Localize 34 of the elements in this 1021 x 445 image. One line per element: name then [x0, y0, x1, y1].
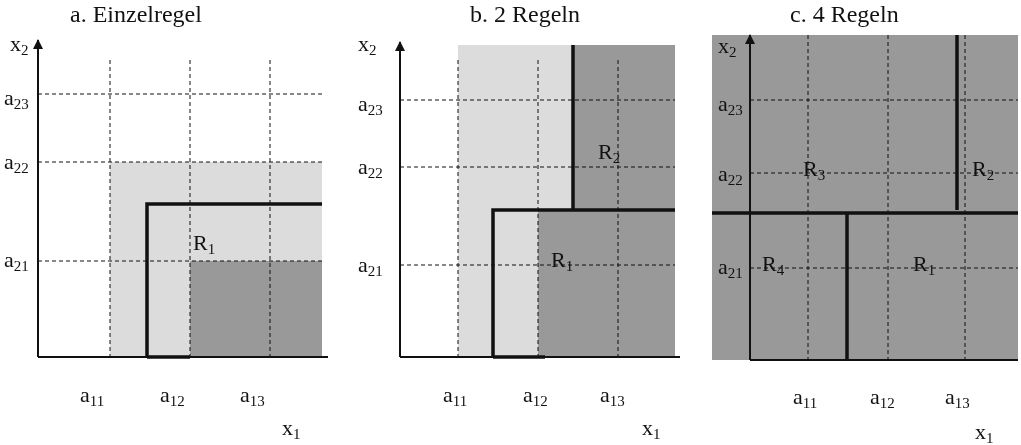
tick-label: a$_{13}$: [945, 385, 970, 409]
tick-label: a$_{11}$: [80, 383, 105, 407]
tick-label: a$_{13}$: [240, 383, 265, 407]
tick-label: a$_{23}$: [358, 92, 383, 116]
panel-title: a. Einzelregel: [70, 2, 202, 26]
tick-label: a$_{22}$: [718, 162, 743, 186]
axis-label: x$_{1}$: [642, 416, 661, 440]
tick-label: a$_{11}$: [443, 383, 468, 407]
tick-label: a$_{21}$: [358, 253, 383, 277]
region-label: R$_{2}$: [598, 140, 621, 164]
panel-title: b. 2 Regeln: [470, 2, 580, 26]
tick-label: a$_{22}$: [4, 150, 29, 174]
tick-label: a$_{21}$: [718, 255, 743, 279]
tick-label: a$_{23}$: [4, 86, 29, 110]
region-label: R$_{1}$: [551, 248, 574, 272]
tick-label: a$_{11}$: [793, 385, 818, 409]
tick-label: a$_{13}$: [600, 383, 625, 407]
axis-label: x$_{1}$: [975, 420, 994, 444]
region-label: R$_{2}$: [972, 157, 995, 181]
axis-label: x$_{1}$: [282, 416, 301, 440]
axis-label: x$_{2}$: [10, 32, 29, 56]
tick-label: a$_{21}$: [4, 248, 29, 272]
tick-label: a$_{23}$: [718, 92, 743, 116]
tick-label: a$_{12}$: [160, 383, 185, 407]
tick-label: a$_{12}$: [870, 385, 895, 409]
region-label: R$_{3}$: [803, 157, 826, 181]
axis-label: x$_{2}$: [358, 32, 377, 56]
region-label: R$_{1}$: [913, 252, 936, 276]
tick-label: a$_{22}$: [358, 155, 383, 179]
region-label: R$_{4}$: [762, 252, 785, 276]
region-label: R$_{1}$: [193, 231, 216, 255]
tick-label: a$_{12}$: [523, 383, 548, 407]
panel-title: c. 4 Regeln: [790, 2, 899, 26]
axis-label: x$_{2}$: [718, 34, 737, 58]
